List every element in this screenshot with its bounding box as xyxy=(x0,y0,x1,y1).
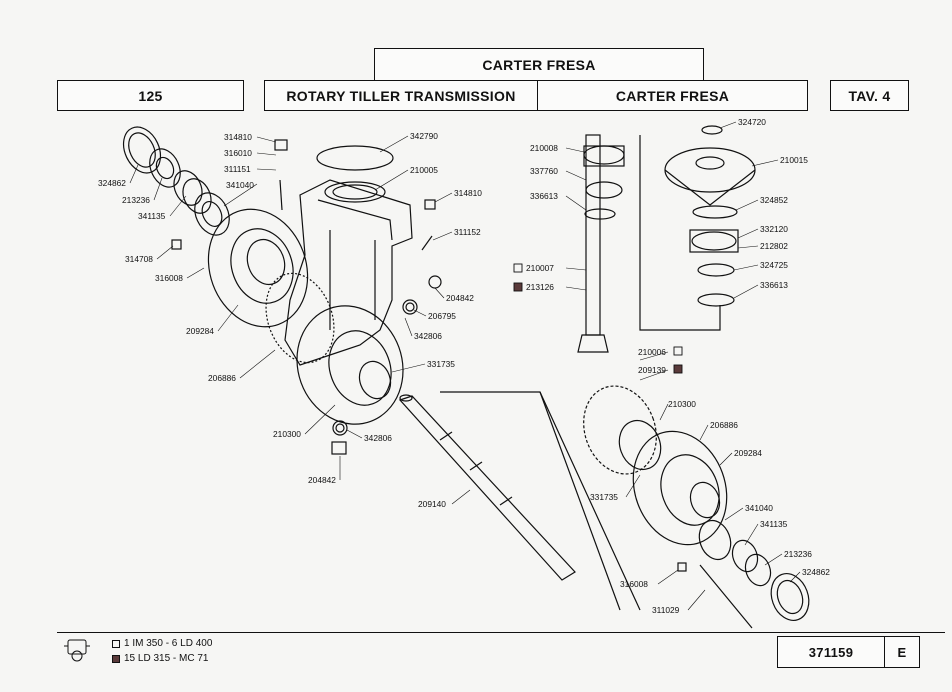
part-label: 210015 xyxy=(780,155,808,165)
variant-empty-marker xyxy=(673,346,683,356)
part-label: 212802 xyxy=(760,241,788,251)
pinion-shaft-drawing xyxy=(585,134,601,336)
legend-item-1: 1 IM 350 - 6 LD 400 xyxy=(112,638,212,649)
table-box: TAV. 4 xyxy=(830,80,909,111)
right-cover-drawing xyxy=(632,430,728,546)
table-number: TAV. 4 xyxy=(848,87,891,104)
part-label: 210007 xyxy=(526,263,554,273)
variant-filled-marker xyxy=(513,282,523,292)
part-label: 210300 xyxy=(273,429,301,439)
empty-square-icon xyxy=(112,639,120,648)
model-box: 125 xyxy=(57,80,244,111)
part-label: 210300 xyxy=(668,399,696,409)
part-label: 331735 xyxy=(427,359,455,369)
part-label: 210006 xyxy=(638,347,666,357)
part-label: 336613 xyxy=(530,191,558,201)
part-label: 332120 xyxy=(760,224,788,234)
part-label: 311151 xyxy=(224,164,251,174)
variant-empty-marker xyxy=(513,263,523,273)
top-title-box: CARTER FRESA xyxy=(374,48,704,81)
part-label: 206795 xyxy=(428,311,456,321)
part-label: 316008 xyxy=(620,579,648,589)
model-number: 125 xyxy=(138,87,163,104)
part-label: 331735 xyxy=(590,492,618,502)
part-label: 324862 xyxy=(802,567,830,577)
part-label: 314810 xyxy=(224,132,252,142)
part-label: 342806 xyxy=(414,331,442,341)
footer-divider xyxy=(57,632,945,633)
part-label: 324720 xyxy=(738,117,766,127)
edition-letter: E xyxy=(897,644,907,660)
edition-box: E xyxy=(884,636,920,668)
title-italian: CARTER FRESA xyxy=(615,87,730,104)
part-label: 206886 xyxy=(208,373,236,383)
ring-gear-drawing xyxy=(583,385,657,475)
part-label: 210005 xyxy=(410,165,438,175)
part-label: 316008 xyxy=(155,273,183,283)
part-label: 324725 xyxy=(760,260,788,270)
part-label: 209284 xyxy=(186,326,214,336)
legend-text-2: 15 LD 315 - MC 71 xyxy=(124,653,209,664)
part-label: 204842 xyxy=(308,475,336,485)
filled-square-icon xyxy=(112,654,120,663)
part-label: 311152 xyxy=(454,227,481,237)
part-label: 210008 xyxy=(530,143,558,153)
part-label: 341135 xyxy=(138,211,166,221)
engine-icon xyxy=(64,639,90,662)
part-label: 206886 xyxy=(710,420,738,430)
part-label: 209139 xyxy=(638,365,666,375)
part-label: 337760 xyxy=(530,166,558,176)
part-label: 336613 xyxy=(760,280,788,290)
part-label: 324862 xyxy=(98,178,126,188)
part-label: 316010 xyxy=(224,148,252,158)
title-english: ROTARY TILLER TRANSMISSION xyxy=(286,87,516,104)
housing-drawing xyxy=(284,179,413,366)
part-label: 342790 xyxy=(410,131,438,141)
title-it-box: CARTER FRESA xyxy=(537,80,808,111)
legend-item-2: 15 LD 315 - MC 71 xyxy=(112,653,209,664)
part-label: 341040 xyxy=(745,503,773,513)
left-cover-drawing xyxy=(207,208,309,328)
part-label: 314810 xyxy=(454,188,482,198)
part-label: 341135 xyxy=(760,519,788,529)
part-label: 342806 xyxy=(364,433,392,443)
o-ring-drawing xyxy=(316,145,394,171)
bearing-drawing xyxy=(194,192,230,236)
part-label: 311029 xyxy=(652,605,680,615)
part-label: 213236 xyxy=(784,549,812,559)
seal-ring-drawing xyxy=(122,126,162,174)
part-label: 324852 xyxy=(760,195,788,205)
shaft-209140-drawing xyxy=(398,395,576,581)
part-label: 209284 xyxy=(734,448,762,458)
top-title: CARTER FRESA xyxy=(482,56,596,73)
doc-number-box: 371159 xyxy=(777,636,885,668)
variant-filled-marker xyxy=(673,364,683,374)
part-label: 213236 xyxy=(122,195,150,205)
legend-text-1: 1 IM 350 - 6 LD 400 xyxy=(124,638,213,649)
part-label: 209140 xyxy=(418,499,446,509)
bevel-gear-drawing xyxy=(664,147,756,193)
doc-number: 371159 xyxy=(808,644,854,660)
part-label: 213126 xyxy=(526,282,554,292)
part-label: 341040 xyxy=(226,180,254,190)
washer-drawing xyxy=(149,148,181,188)
part-label: 314708 xyxy=(125,254,153,264)
title-en-box: ROTARY TILLER TRANSMISSION xyxy=(264,80,538,111)
part-label: 204842 xyxy=(446,293,474,303)
